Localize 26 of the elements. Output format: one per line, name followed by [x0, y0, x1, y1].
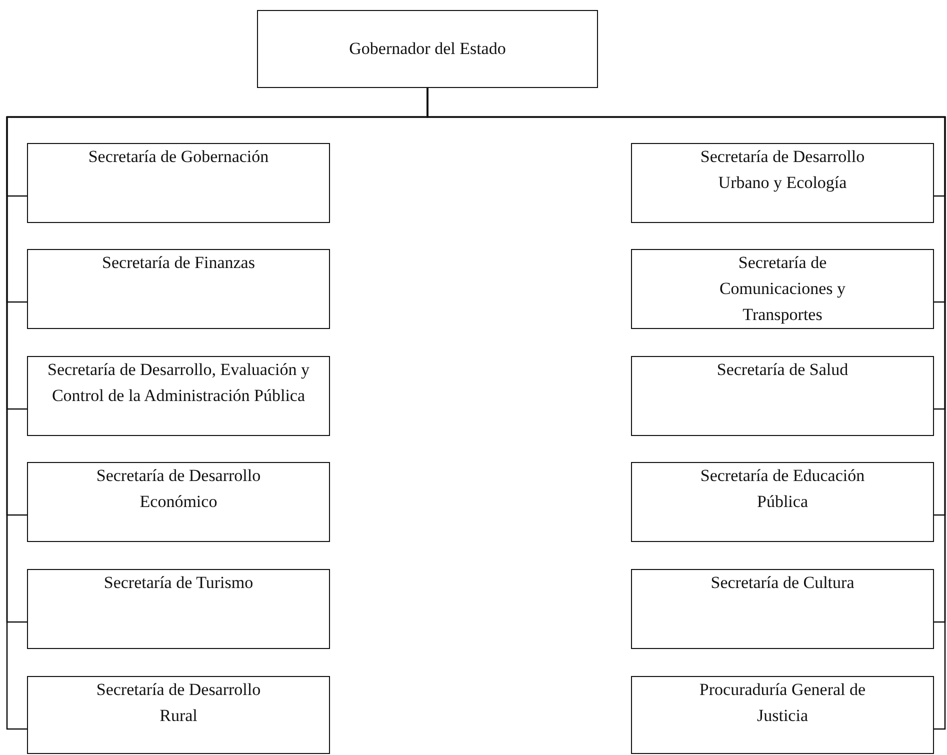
node-label: Secretaría de Desarrollo Rural	[95, 679, 262, 727]
node-label: Secretaría de Desarrollo Urbano y Ecología	[699, 146, 866, 194]
node-label: Gobernador del Estado	[348, 38, 507, 60]
department-box	[27, 569, 330, 649]
department-box	[631, 143, 934, 223]
node-label: Secretaría de Turismo	[102, 572, 254, 594]
department-box	[27, 143, 330, 223]
node-label: Secretaría de Educación Pública	[699, 465, 866, 513]
node-label: Secretaría de Comunicaciones y Transportes	[718, 252, 847, 326]
department-box	[27, 676, 330, 754]
governor-box	[257, 10, 598, 88]
department-box	[631, 569, 934, 649]
node-label: Secretaría de Desarrollo Económico	[95, 465, 262, 513]
node-label: Secretaría de Desarrollo, Evaluación y Control de la Administración Pública	[46, 359, 310, 407]
node-label: Secretaría de Cultura	[710, 572, 856, 594]
department-box	[631, 676, 934, 754]
department-box	[631, 356, 934, 436]
department-box	[27, 356, 330, 436]
node-label: Secretaría de Finanzas	[101, 252, 256, 274]
department-box	[631, 462, 934, 542]
node-label: Secretaría de Salud	[716, 359, 850, 381]
department-box	[27, 249, 330, 329]
department-box	[27, 462, 330, 542]
node-label: Secretaría de Gobernación	[87, 146, 270, 168]
department-box	[631, 249, 934, 329]
node-label: Procuraduría General de Justicia	[698, 679, 867, 727]
